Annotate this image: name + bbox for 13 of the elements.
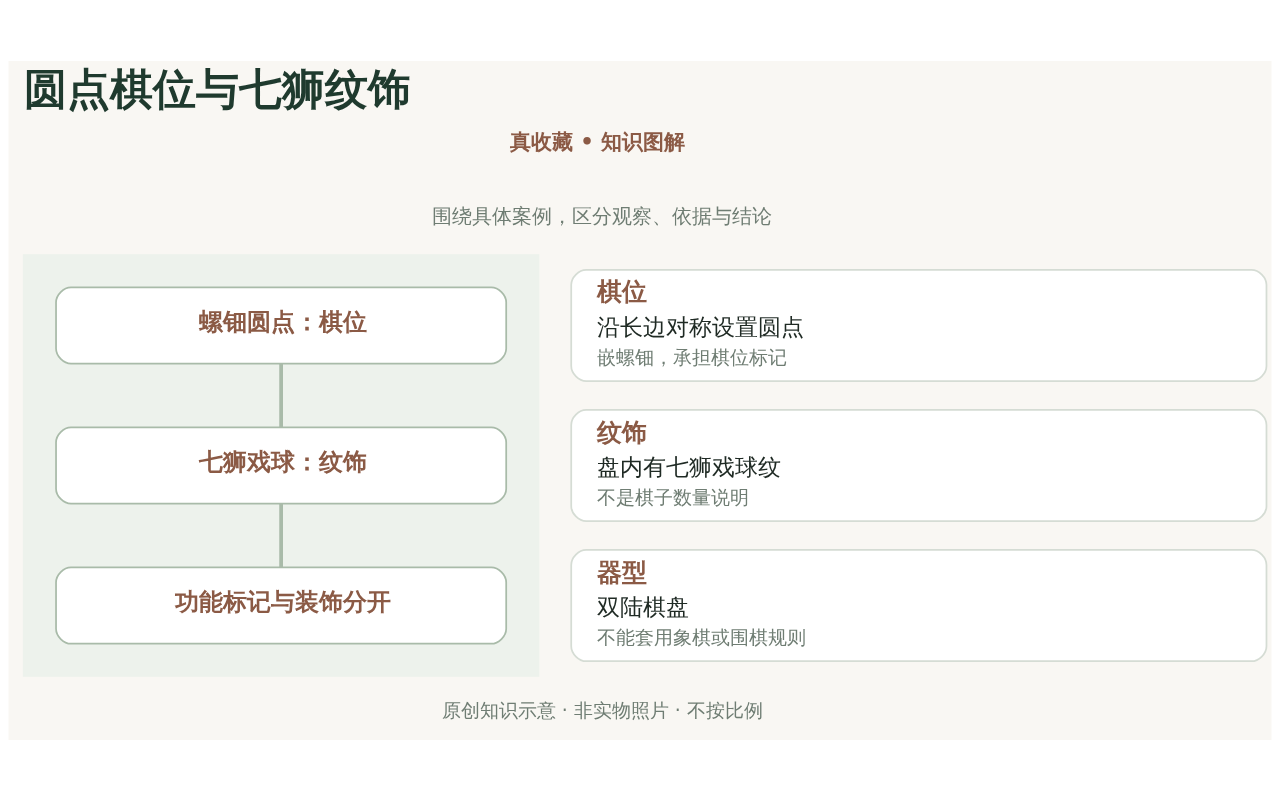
diagram-title: 圆点棋位与七狮纹饰: [23, 64, 411, 114]
label: 围绕具体案例，区分观察、依据与结论: [432, 203, 773, 228]
connector: [279, 503, 283, 567]
node-box: 七狮戏球：纹饰: [55, 426, 508, 505]
node-box: 棋位 沿长边对称设置圆点 嵌螺钿，承担棋位标记: [570, 268, 1268, 382]
label: 原创知识示意 · 非实物照片 · 不按比例: [441, 699, 763, 721]
node-box: 功能标记与装饰分开: [55, 566, 508, 645]
node-box: 器型 双陆棋盘 不能套用象棋或围棋规则: [570, 548, 1268, 662]
label: 真收藏 • 知识图解: [509, 128, 686, 154]
connector: [279, 363, 283, 427]
node-box: 纹饰 盘内有七狮戏球纹 不是棋子数量说明: [570, 408, 1268, 522]
node-box: 螺钿圆点：棋位: [55, 285, 508, 364]
cluster: [22, 253, 540, 677]
